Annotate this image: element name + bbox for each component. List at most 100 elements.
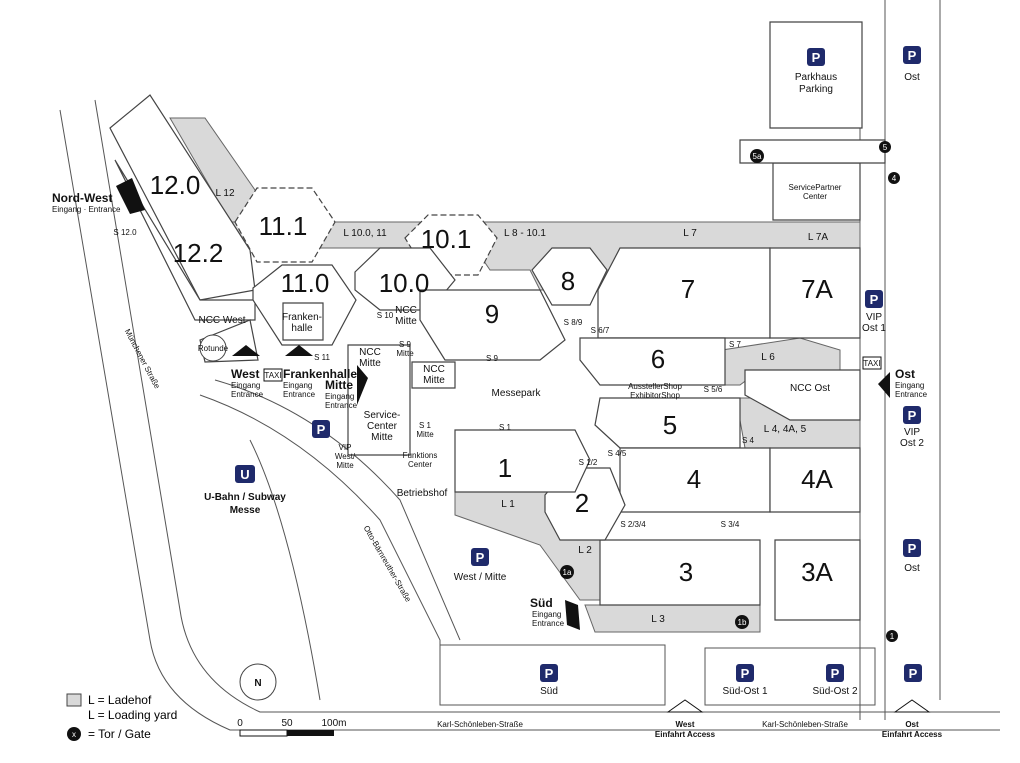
ubahn-label-line2: Messe [230,505,261,516]
hall-2: 2 [575,488,589,518]
sued-entrance-sub2: Entrance [532,619,565,628]
parking-icon-vip-west-letter: P [317,422,326,437]
frankenhalle-entrance-sub2: Entrance [283,390,316,399]
parking-icon-west-mitte-letter: P [476,550,485,565]
parking-icon-vip-ost1 [865,290,883,308]
entrance-markers [116,178,890,630]
hall-8: 8 [561,266,575,296]
service-point-s9: S 9 [486,354,499,363]
mitte-entrance-sub2: Entrance [325,401,358,410]
hall-4a: 4A [801,464,833,494]
rotunde-label: Rotunde [198,344,229,353]
service-point-s5-6: S 5/6 [704,385,723,394]
west-access-line2: Einfahrt Access [655,730,716,739]
legend-gate-letter: x [72,730,76,739]
parking-icon-bus-letter: P [909,666,918,681]
yard-label-l6: L 6 [761,352,775,363]
hall-6: 6 [651,344,665,374]
hall-12-0: 12.0 [150,170,201,200]
vip-ost2-line1: VIP [904,427,920,438]
hall-10-1: 10.1 [421,224,472,254]
mitte-entrance-sub1: Eingang [325,392,354,401]
gate-1b-label: 1b [738,618,747,627]
compass-letter: N [254,678,261,689]
scale-bar-white [239,729,288,737]
vip-ost1-line1: VIP [866,312,882,323]
vip-ost1-line2: Ost 1 [862,323,886,334]
street-karl-left: Karl-Schönleben-Straße [437,720,523,729]
service-point-s2-3-4: S 2/3/4 [620,520,646,529]
frankenhalle-entrance-sub1: Eingang [283,381,312,390]
nordwest-entrance-arrow [116,178,145,214]
hall-12-2: 12.2 [173,238,224,268]
betriebshof-label: Betriebshof [397,488,448,499]
loading-yard-3 [584,604,761,633]
frankenhalle-entrance-title: Frankenhalle [283,367,357,381]
parking-icon-sued-ost2 [826,664,844,682]
compass-needle [250,670,266,694]
sued-ost1-parking-label: Süd-Ost 1 [722,686,767,697]
gate-1-label: 1 [890,632,895,641]
parking-icon-vip-west [312,420,330,438]
taxi-label-ost: TAXI [863,359,880,368]
yard-label-l3: L 3 [651,614,665,625]
service-point-s8-9: S 8/9 [564,318,583,327]
hall-5: 5 [663,410,677,440]
service-point-s4-5: S 4/5 [608,449,627,458]
hall-11-1: 11.1 [259,211,308,241]
hall-10-0: 10.0 [379,268,430,298]
vip-ost2-line2: Ost 2 [900,438,924,449]
service-point-s1: S 1 [499,423,512,432]
mitte-entrance-arrow [357,365,368,405]
messepark-label: Messepark [492,388,542,399]
parking-markers: P P P P P P P P P P P [312,46,922,682]
service-point-s4: S 4 [742,436,755,445]
hall-1: 1 [498,453,512,483]
gate-5a-marker [750,149,764,163]
west-entrance-title: West [231,367,259,381]
parking-icon-bus [904,664,922,682]
service-point-s10: S 10 [377,311,394,320]
hall-3: 3 [679,557,693,587]
service-point-s1-2: S 1/2 [579,458,598,467]
west-entrance-arrow [232,345,260,356]
service-point-s3-4: S 3/4 [721,520,740,529]
parking-icon-parkhaus-letter: P [812,50,821,65]
ost-entrance-arrow [878,372,890,398]
nordwest-entrance-sub: Eingang · Entrance [52,205,121,214]
west-entrance-sub1: Eingang [231,381,260,390]
ost-entrance-sub1: Eingang [895,381,924,390]
scale-label-100: 100m [321,718,346,729]
parking-icon-sued-letter: P [545,666,554,681]
frankenhalle-entrance-arrow [285,345,313,356]
yard-label-l8: L 8 - 10.1 [504,228,546,239]
taxi-icon-west [263,368,283,382]
sued-entrance-title: Süd [530,596,553,610]
yard-label-l7: L 7 [683,228,697,239]
gate-1a-label: 1a [563,568,572,577]
gate-5-marker [879,141,891,153]
ubahn-icon-letter: U [240,467,249,482]
gate-1b-marker [735,615,749,629]
parking-icon-vip-ost2-letter: P [908,408,917,423]
gate-5a-label: 5a [753,152,762,161]
service-point-s6-7: S 6/7 [591,326,610,335]
parking-icon-sued-ost2-letter: P [831,666,840,681]
rotunde-marker [199,334,227,362]
gate-4-label: 4 [892,174,897,183]
gate-1-marker [886,630,898,642]
service-point-s11: S 11 [314,353,330,362]
west-mitte-parking-label: West / Mitte [454,572,507,583]
street-otto: Otto-Bärnreuther-Straße [362,524,413,604]
legend-gate: = Tor / Gate [88,727,151,741]
yard-label-l1: L 1 [501,499,515,510]
gate-5-label: 5 [883,143,888,152]
parking-icon-parkhaus [807,48,825,66]
parking-icon-west-mitte [471,548,489,566]
